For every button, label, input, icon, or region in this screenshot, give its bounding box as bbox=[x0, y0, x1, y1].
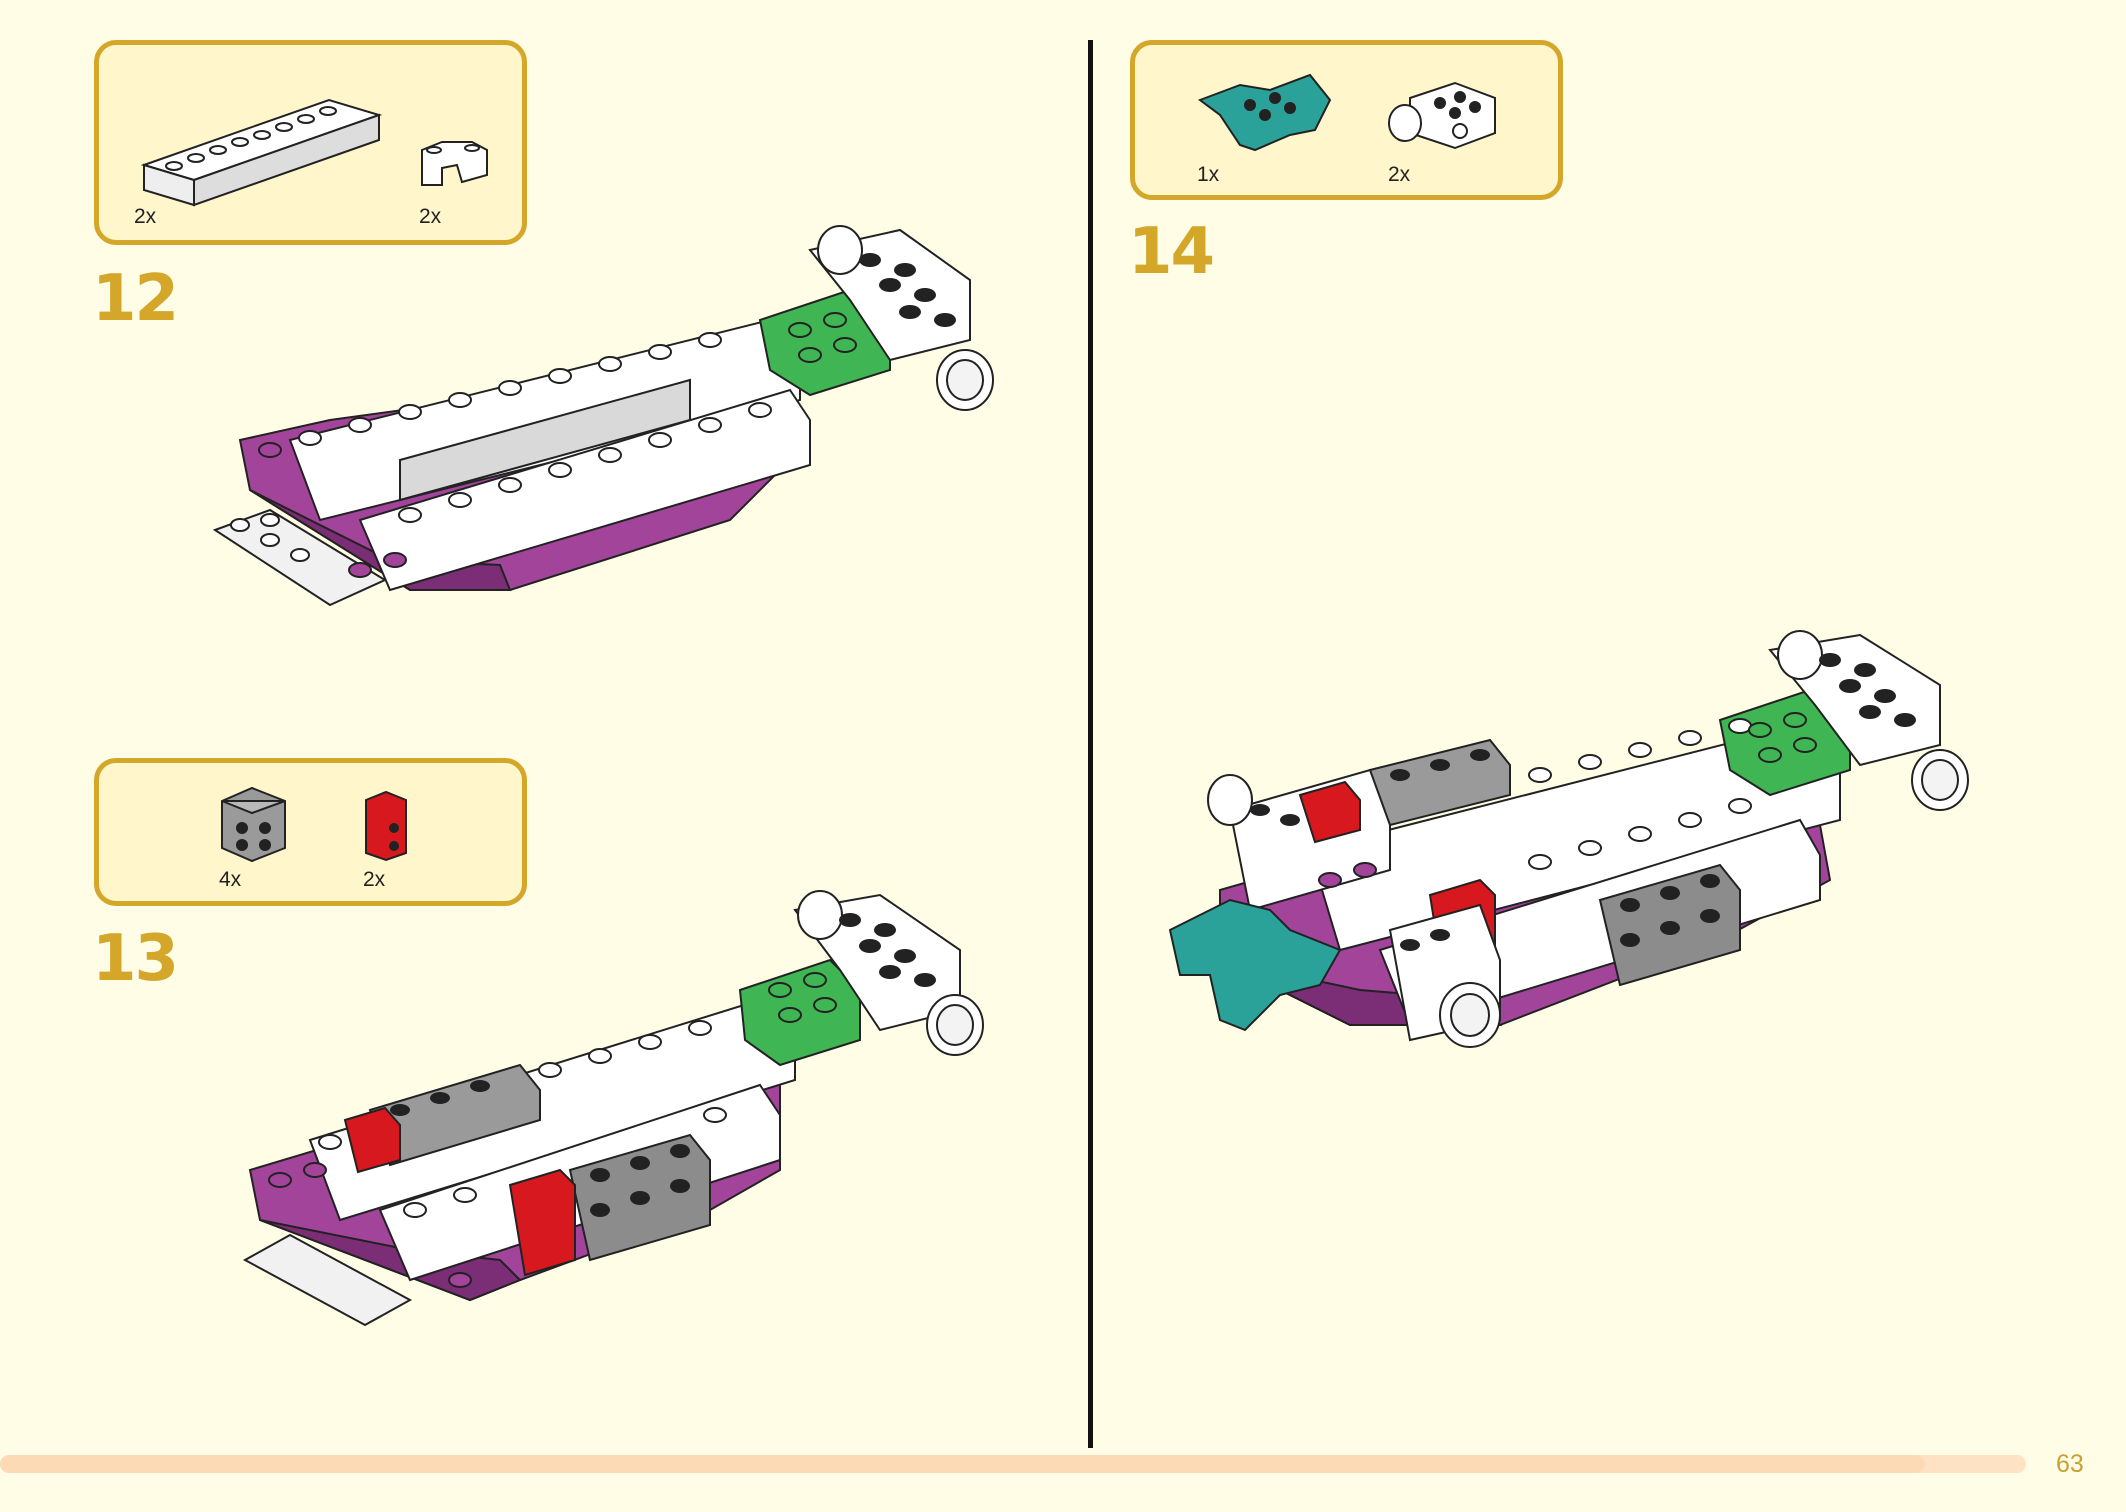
red-1x2-brick-icon bbox=[365, 790, 407, 862]
grey-2x2-brick-icon bbox=[221, 786, 286, 863]
progress-bar bbox=[0, 1455, 2026, 1473]
parts-box-step-13: 4x 2x bbox=[94, 758, 527, 906]
model-step-13 bbox=[242, 890, 984, 1327]
parts-box-step-14: 1x 2x bbox=[1130, 40, 1563, 200]
part-qty: 2x bbox=[419, 205, 442, 228]
step-number: 14 bbox=[1128, 215, 1215, 289]
white-1x8-brick-icon bbox=[140, 98, 383, 207]
white-pin-brick-icon bbox=[1388, 81, 1496, 150]
model-step-12 bbox=[212, 225, 994, 607]
step-number: 13 bbox=[92, 922, 179, 996]
part-qty: 2x bbox=[134, 205, 157, 228]
page-divider bbox=[1088, 40, 1093, 1448]
white-corner-brick-icon bbox=[421, 141, 488, 186]
part-qty: 4x bbox=[219, 868, 242, 891]
teal-wing-plate-icon bbox=[1197, 73, 1332, 152]
model-step-14 bbox=[1168, 630, 1969, 1048]
step-number: 12 bbox=[92, 262, 179, 336]
part-qty: 1x bbox=[1197, 163, 1220, 186]
progress-fill bbox=[0, 1455, 1925, 1473]
parts-box-step-12: 2x 2x bbox=[94, 40, 527, 245]
part-qty: 2x bbox=[1388, 163, 1411, 186]
page-number: 63 bbox=[2056, 1450, 2084, 1478]
part-qty: 2x bbox=[363, 868, 386, 891]
